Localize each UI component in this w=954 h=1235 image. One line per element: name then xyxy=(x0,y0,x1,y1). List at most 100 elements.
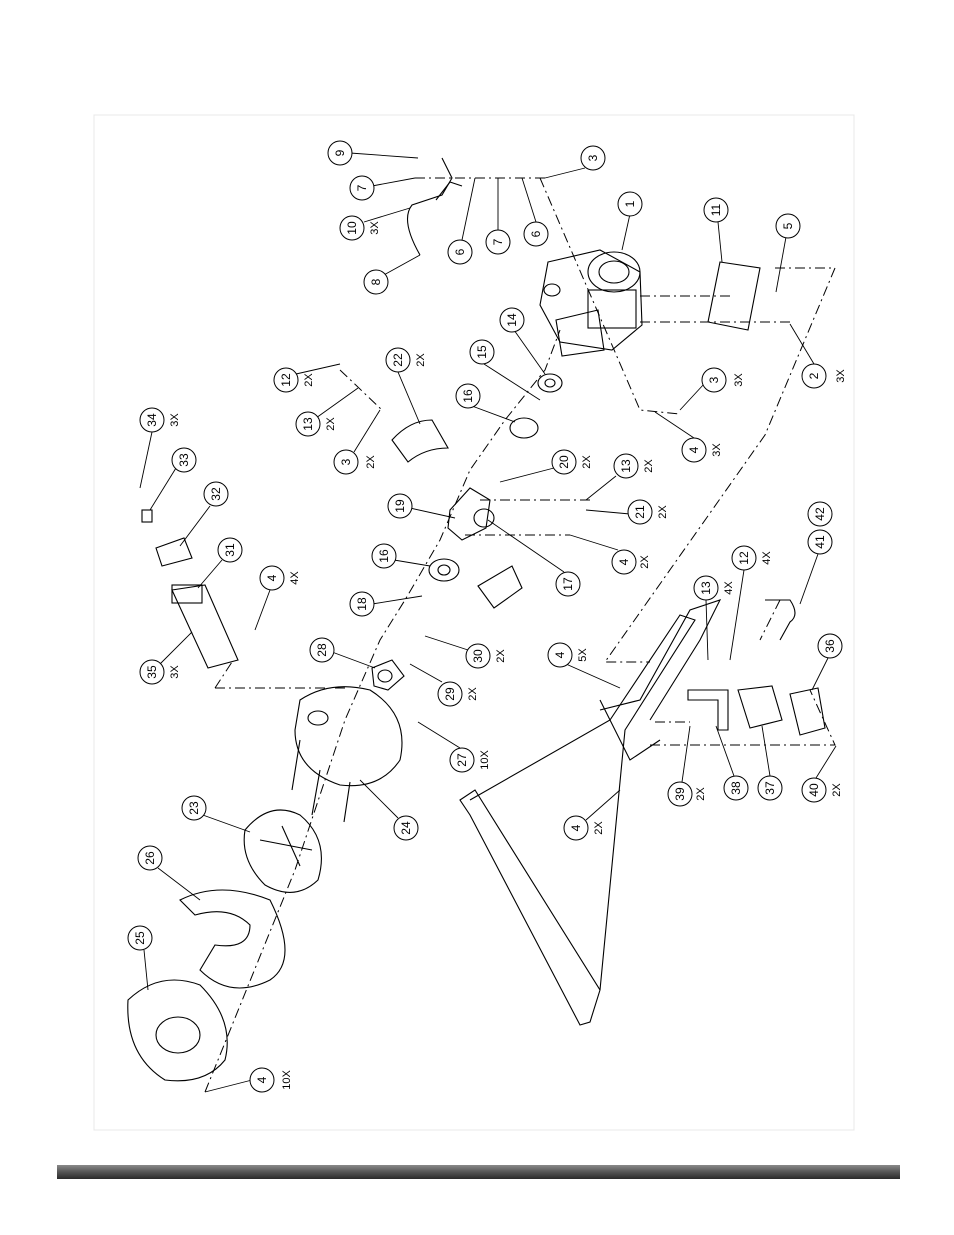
callout-28: 28 xyxy=(309,637,376,669)
svg-text:20: 20 xyxy=(557,455,571,469)
svg-text:4X: 4X xyxy=(723,581,735,595)
svg-text:13: 13 xyxy=(619,459,633,473)
belt-guard-part-22 xyxy=(391,419,449,463)
callout-1: 1 xyxy=(617,191,643,251)
svg-text:2: 2 xyxy=(807,372,821,379)
engine-mount-plate-part-11 xyxy=(707,261,761,331)
svg-text:3: 3 xyxy=(586,154,600,161)
callout-3b: 3 3X xyxy=(679,367,745,411)
svg-text:25: 25 xyxy=(133,931,147,945)
callout-24: 24 xyxy=(359,779,419,841)
svg-text:40: 40 xyxy=(807,783,821,797)
callout-16b: 16 xyxy=(371,543,431,569)
shield-part xyxy=(477,565,523,609)
callout-13b: 13 2X xyxy=(585,453,655,501)
svg-text:2X: 2X xyxy=(593,821,605,835)
callout-37: 37 xyxy=(757,725,783,801)
callout-6b: 6 xyxy=(521,177,549,247)
svg-text:22: 22 xyxy=(391,353,405,367)
chute-part-31 xyxy=(171,584,239,669)
svg-text:9: 9 xyxy=(333,149,347,156)
battery-part-37 xyxy=(737,685,783,729)
svg-text:16: 16 xyxy=(461,389,475,403)
svg-text:24: 24 xyxy=(399,821,413,835)
rotor-plate-part-24 xyxy=(291,686,403,823)
svg-text:13: 13 xyxy=(301,417,315,431)
svg-text:11: 11 xyxy=(709,203,723,216)
svg-text:3X: 3X xyxy=(369,221,381,235)
svg-text:39: 39 xyxy=(673,787,687,801)
callout-40: 40 2X xyxy=(801,745,843,803)
svg-text:2X: 2X xyxy=(325,417,337,431)
svg-text:8: 8 xyxy=(369,278,383,285)
svg-text:12: 12 xyxy=(279,373,293,387)
housing-part-26 xyxy=(179,889,286,989)
svg-text:17: 17 xyxy=(561,577,575,591)
svg-text:26: 26 xyxy=(143,851,157,865)
svg-text:2X: 2X xyxy=(643,459,655,473)
svg-text:27: 27 xyxy=(455,753,469,767)
bearing-part-28 xyxy=(371,659,405,691)
callout-42: 42 xyxy=(807,501,833,527)
svg-text:30: 30 xyxy=(471,649,485,663)
svg-text:35: 35 xyxy=(145,665,159,679)
cover-part-25 xyxy=(127,979,228,1082)
callout-9: 9 xyxy=(327,140,419,166)
svg-text:19: 19 xyxy=(393,499,407,513)
svg-text:31: 31 xyxy=(223,543,237,557)
svg-text:36: 36 xyxy=(823,639,837,653)
svg-text:3X: 3X xyxy=(733,373,745,387)
deflector-part-32 xyxy=(155,537,193,567)
throttle-cable-part-8-10 xyxy=(406,157,463,256)
svg-text:1: 1 xyxy=(623,200,637,207)
svg-text:2X: 2X xyxy=(831,783,843,797)
callout-33: 33 xyxy=(149,447,197,511)
callout-7a: 7 xyxy=(349,175,416,201)
svg-text:12: 12 xyxy=(737,551,751,565)
svg-text:6: 6 xyxy=(453,248,467,255)
svg-text:29: 29 xyxy=(443,687,457,701)
svg-text:10X: 10X xyxy=(281,1070,293,1090)
svg-text:2X: 2X xyxy=(365,455,377,469)
svg-text:5: 5 xyxy=(781,222,795,229)
svg-text:4: 4 xyxy=(687,446,701,453)
svg-text:3X: 3X xyxy=(711,443,723,457)
callout-19: 19 xyxy=(387,493,456,519)
diagram-area xyxy=(93,114,855,1131)
svg-text:38: 38 xyxy=(729,781,743,795)
callout-7b: 7 xyxy=(485,178,511,255)
svg-text:42: 42 xyxy=(813,507,827,521)
svg-text:3: 3 xyxy=(707,376,721,383)
callout-14: 14 xyxy=(499,307,546,375)
svg-text:2X: 2X xyxy=(695,787,707,801)
pulley-part-16-lower xyxy=(428,558,460,582)
svg-text:14: 14 xyxy=(505,313,519,327)
pulley-part-16-upper xyxy=(509,417,539,439)
callout-41: 41 xyxy=(799,529,833,605)
callout-8: 8 xyxy=(363,254,421,295)
callout-39: 39 2X xyxy=(667,725,707,807)
svg-text:23: 23 xyxy=(187,801,201,815)
callout-23: 23 xyxy=(181,795,251,833)
svg-text:10X: 10X xyxy=(479,750,491,770)
frame-weldment xyxy=(459,599,722,1026)
svg-text:3X: 3X xyxy=(169,413,181,427)
callout-36: 36 xyxy=(811,633,843,691)
callout-13c: 13 4X xyxy=(693,575,735,661)
callout-27: 27 10X xyxy=(417,721,491,773)
engine-part-1 xyxy=(539,249,643,357)
svg-text:13: 13 xyxy=(699,581,713,595)
svg-text:28: 28 xyxy=(315,643,329,657)
svg-text:4: 4 xyxy=(617,558,631,565)
